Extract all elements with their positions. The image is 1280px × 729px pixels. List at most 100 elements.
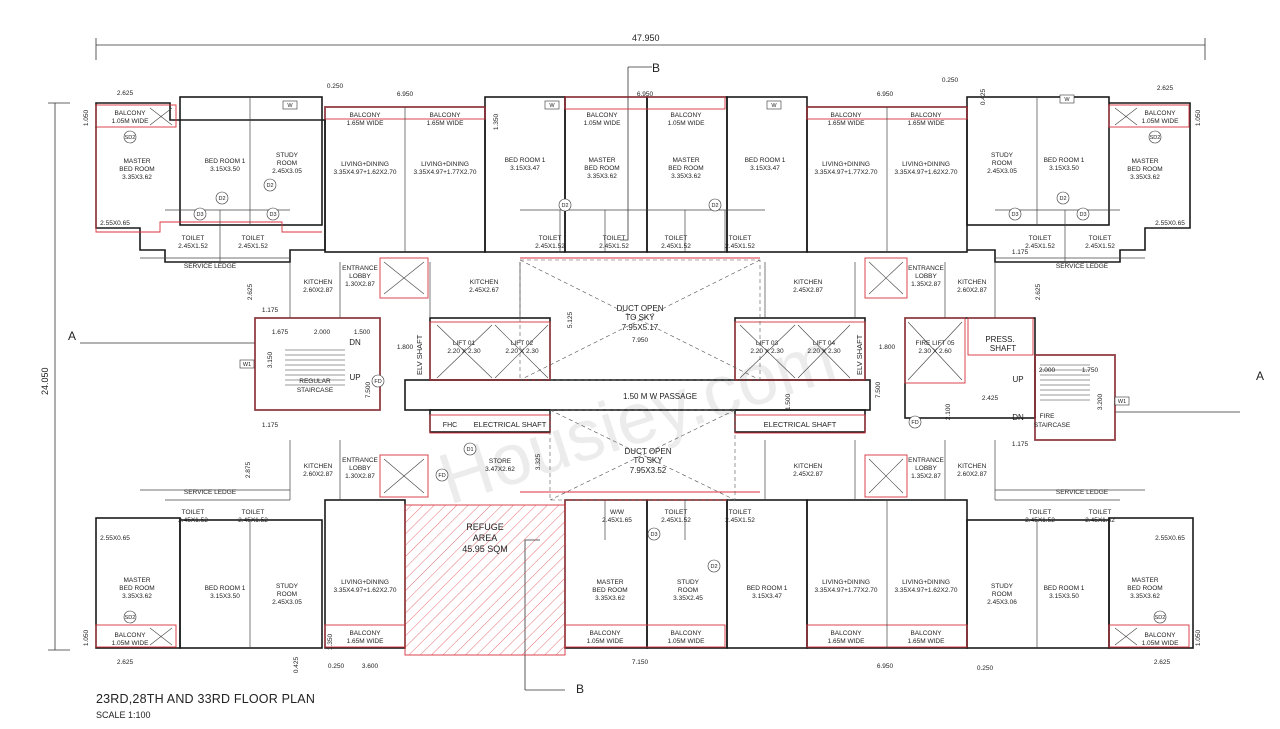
dim-bottom-2625-left: 2.625: [117, 659, 134, 666]
dim-1050-br: 1.050: [1195, 629, 1202, 646]
bed1-dim-tl: 3.15X3.50: [210, 166, 240, 173]
lobby-dim-t2: 1.35X2.87: [911, 281, 941, 288]
fire-label: FIRE: [1040, 413, 1055, 420]
tag-d2-a: D2: [218, 196, 225, 202]
staircase-left: STAIRCASE: [297, 387, 334, 394]
living-dim-t1: 3.35X4.97+1.62X2.70: [333, 169, 396, 176]
dim-bottom-2625-right: 2.625: [1154, 659, 1171, 666]
master-label-b2: MASTER: [596, 579, 623, 586]
dim-1675: 1.675: [272, 329, 289, 336]
tag-sd2-bl: SD2: [125, 615, 136, 621]
toilet-label-b3: TOILET: [665, 509, 688, 516]
balcony-label-bl: BALCONY: [114, 632, 146, 639]
tag-sd2-tl: SD2: [125, 135, 136, 141]
window-tag-w-a: W: [287, 103, 293, 109]
kitchen-dim-t4: 2.60X2.87: [957, 287, 987, 294]
master-dim-br: 3.35X3.62: [1130, 593, 1160, 600]
toilet-dim-b4: 2.45X1.52: [725, 517, 755, 524]
tag-circle: [908, 415, 922, 429]
study-dim-tr: 2.45X3.05: [987, 168, 1017, 175]
toilet-label-t8: TOILET: [1089, 235, 1112, 242]
dim-1350-b: 1.350: [327, 633, 334, 650]
toilet-dim-t7: 2.45X1.52: [1025, 243, 1055, 250]
tag-circle: [1008, 207, 1022, 221]
study-room-tr: ROOM: [992, 160, 1012, 167]
dim-top-2625-left: 2.625: [117, 90, 134, 97]
drawing-scale: SCALE 1:100: [96, 710, 151, 720]
lobby-dim-b1: 1.30X2.87: [345, 473, 375, 480]
tag-circle: [193, 207, 207, 221]
dim-2875: 2.875: [245, 461, 252, 478]
balcony-width-t7: 1.65M WIDE: [908, 120, 946, 127]
refuge-area-label: AREA: [473, 533, 498, 543]
toilet-label-t6: TOILET: [729, 235, 752, 242]
dim-top-6950-left: 6.950: [397, 91, 414, 98]
bed1-label-bl: BED ROOM 1: [205, 585, 246, 592]
tag-d2-f: D2: [710, 564, 717, 570]
living-label-t4: LIVING+DINING: [902, 161, 950, 168]
study-room-bl: ROOM: [277, 591, 297, 598]
dim-bottom-0250-right: 0.250: [977, 665, 994, 672]
drawing-title: 23RD,28TH AND 33RD FLOOR PLAN: [96, 692, 316, 706]
study-dim-tl: 2.45X3.05: [272, 168, 302, 175]
living-label-b3: LIVING+DINING: [902, 579, 950, 586]
dim-1050-bl: 1.050: [83, 629, 90, 646]
living-dim-t4: 3.35X4.97+1.62X2.70: [894, 169, 957, 176]
dim-top-2625-right: 2.625: [1157, 85, 1174, 92]
master-label-bl: MASTER: [123, 577, 150, 584]
duct-open-bottom: DUCT OPEN: [625, 447, 672, 456]
section-b-top: B: [652, 61, 660, 75]
refuge-label: REFUGE: [466, 522, 504, 532]
dim-3200: 3.200: [1097, 393, 1104, 410]
balcony-label-b6: BALCONY: [910, 630, 942, 637]
duct-dim-bottom: 7.95X3.52: [630, 466, 667, 475]
dim-0425-t: 0.425: [980, 88, 987, 105]
window-tag-w-c: W: [771, 103, 777, 109]
outer-walls: [95, 96, 1194, 649]
master-dim-b2: 3.35X3.62: [595, 595, 625, 602]
toilet-dim-t5: 2.45X1.52: [661, 243, 691, 250]
tag-d3-b: D3: [269, 212, 276, 218]
study-dim-b2: 3.35X2.45: [673, 595, 703, 602]
lobby-dim-b2: 1.35X2.87: [911, 473, 941, 480]
living-dim-t3: 3.35X4.97+1.77X2.70: [814, 169, 877, 176]
dim-bottom-3600: 3.600: [362, 663, 379, 670]
lift02-dim: 2.20 X 2.30: [505, 348, 539, 355]
study-label-br: STUDY: [991, 583, 1014, 590]
lift03-label: LIFT 03: [756, 340, 779, 347]
master-sub-bl: BED ROOM: [119, 585, 154, 592]
toilet-label-t1: TOILET: [182, 235, 205, 242]
sv-dim-tl: 2.55X0.65: [100, 220, 130, 227]
dim-1800-r: 1.800: [879, 344, 896, 351]
shaft-cross-lines: [149, 107, 1138, 646]
press-shaft-a: PRESS.: [985, 335, 1014, 344]
bed1-label-t2: BED ROOM 1: [505, 157, 546, 164]
tag-fd-b: FD: [374, 379, 381, 385]
balcony-width-b3: 1.05M WIDE: [587, 638, 625, 645]
balcony-width-br: 1.05M WIDE: [1142, 640, 1180, 647]
toilet-label-b4: TOILET: [729, 509, 752, 516]
toilet-dim-t4: 2.45X1.52: [599, 243, 629, 250]
tag-circle: [123, 130, 137, 144]
master-sub-tr: BED ROOM: [1127, 166, 1162, 173]
living-dim-b1: 3.35X4.97+1.62X2.70: [333, 587, 396, 594]
tag-fd-a: FD: [438, 473, 445, 479]
dim-1800-l: 1.800: [397, 344, 414, 351]
tag-circle: [558, 198, 572, 212]
master-label-t2: MASTER: [588, 157, 615, 164]
sv-dim-br: 2.55X0.65: [1155, 535, 1185, 542]
living-label-t3: LIVING+DINING: [822, 161, 870, 168]
overall-width-label: 47.950: [632, 33, 660, 43]
dim-2000-l: 2.000: [314, 329, 331, 336]
red-outlines: [95, 96, 1190, 648]
master-label-tr: MASTER: [1131, 158, 1158, 165]
balcony-label-tl: BALCONY: [114, 110, 146, 117]
toilet-label-b5: TOILET: [1029, 509, 1052, 516]
lobby-b1: LOBBY: [349, 465, 371, 472]
ww-dim: 2.45X1.65: [602, 517, 632, 524]
dim-1175-br: 1.175: [1012, 441, 1029, 448]
master-sub-t3: BED ROOM: [668, 165, 703, 172]
tag-circle: [263, 178, 277, 192]
duct-cross-lines: [519, 259, 761, 501]
